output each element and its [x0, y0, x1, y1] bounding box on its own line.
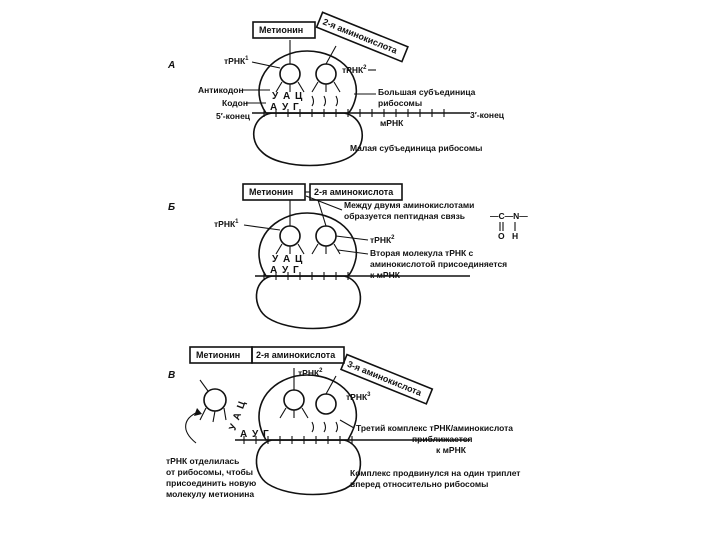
- trna-2-head: [283, 389, 305, 411]
- codon-seq: А У Г: [270, 102, 300, 113]
- third-complex-3: к мРНК: [436, 445, 467, 455]
- trna-2-head: [315, 225, 337, 247]
- bond-o: O: [498, 231, 505, 241]
- trna2-label: тРНК2: [298, 368, 323, 378]
- panel-a: А Метионин 2-я амин: [167, 11, 505, 167]
- panel-a-letter: А: [167, 60, 175, 71]
- anticodon-seq: У А Ц: [272, 91, 303, 102]
- large-subunit-label-1: Большая субъединица: [378, 87, 476, 97]
- second-trna-1: Вторая молекула тРНК с: [370, 248, 474, 258]
- box-methionine-label: Метионин: [259, 25, 303, 35]
- box-methionine: [252, 21, 316, 39]
- left-text-4: молекулу метионина: [166, 489, 254, 499]
- bond-h: H: [512, 231, 518, 241]
- box-methionine-label: Метионин: [196, 350, 240, 360]
- trna-1-head: [279, 63, 301, 85]
- box-aa2: [251, 346, 345, 364]
- small-subunit-label: Малая субъединица рибосомы: [350, 143, 482, 153]
- leave-arrow: [185, 411, 199, 444]
- box-aa2: [315, 11, 409, 63]
- panel-b-letter: Б: [168, 202, 175, 213]
- left-text-3: присоединить новую: [166, 478, 256, 488]
- moved-text-2: вперед относительно рибосомы: [350, 479, 488, 489]
- mrna-ticks: [263, 272, 349, 280]
- five-end-label: 5′-конец: [216, 111, 251, 121]
- trna2-label: тРНК2: [342, 65, 367, 75]
- peptide-text-1: Между двумя аминокислотами: [344, 200, 474, 210]
- small-subunit: [255, 439, 362, 496]
- free-trna-head: [203, 388, 227, 412]
- third-complex-1: Третий комплекс тРНК/аминокислота: [356, 423, 513, 433]
- second-trna-3: к мРНК: [370, 270, 401, 280]
- peptide-text-2: образуется пептидная связь: [344, 211, 465, 221]
- box-aa3: [339, 353, 434, 405]
- mrna-ticks: [263, 109, 445, 117]
- box-aa2-label: 2-я аминокислота: [314, 187, 394, 197]
- trna2-label: тРНК2: [370, 235, 395, 245]
- second-trna-2: аминокислотой присоединяется: [370, 259, 507, 269]
- third-complex-2: приближается: [412, 434, 472, 444]
- codon-seq: А У Г: [270, 265, 300, 276]
- anticodon-seq: У А Ц: [272, 254, 303, 265]
- trna-2-head: [315, 63, 337, 85]
- panel-c-letter: В: [168, 370, 175, 381]
- panel-b: Б Метионин 2-я аминокислота тРНК1 тРНК2 …: [168, 183, 528, 330]
- bond-formula: —C—N—: [490, 211, 528, 221]
- mrna-label: мРНК: [380, 118, 404, 128]
- large-subunit-label-2: рибосомы: [378, 98, 422, 108]
- codon-seq: А У Г: [240, 429, 270, 440]
- box-methionine-label: Метионин: [249, 187, 293, 197]
- trna-2-stem: [325, 45, 337, 65]
- panel-c: В У А Ц Метионин 2-я аминокислота: [166, 346, 520, 499]
- trna-1-head: [279, 225, 301, 247]
- small-subunit: [255, 275, 362, 330]
- large-subunit: [258, 374, 358, 441]
- anticodon-label: Антикодон: [198, 85, 244, 95]
- left-text-1: тРНК отделилась: [166, 456, 239, 466]
- codon-label: Кодон: [222, 98, 248, 108]
- moved-text-1: Комплекс продвинулся на один триплет: [350, 468, 520, 478]
- three-end-label: 3′-конец: [470, 110, 505, 120]
- box-aa2-label: 2-я аминокислота: [256, 350, 336, 360]
- free-anticodon: У А Ц: [227, 399, 248, 432]
- left-text-2: от рибосомы, чтобы: [166, 467, 253, 477]
- trna3-label: тРНК3: [346, 392, 371, 402]
- mrna-ticks: [243, 436, 353, 444]
- trna1-label: тРНК1: [214, 219, 239, 229]
- trna1-label: тРНК1: [224, 56, 249, 66]
- small-subunit: [252, 112, 364, 167]
- trna-3-head: [315, 393, 337, 415]
